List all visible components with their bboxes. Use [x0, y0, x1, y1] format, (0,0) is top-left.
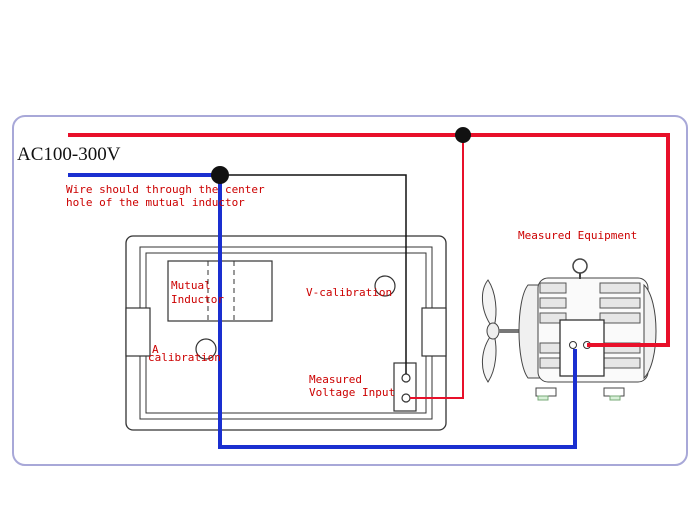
- voltage-input-label-line1: Measured: [309, 373, 362, 386]
- terminal-bottom: [401, 393, 411, 403]
- motor-foot-left: [535, 387, 557, 397]
- wire-note-line1: Wire should through the center: [66, 183, 265, 196]
- wire-note-line2: hole of the mutual inductor: [66, 196, 245, 209]
- inductor-label-line2: Inductor: [171, 293, 224, 306]
- motor-front-end: [518, 284, 541, 379]
- inductor-label-line1: Mutual: [171, 279, 211, 292]
- motor-junction-box: [559, 319, 605, 377]
- meter-right-clip: [421, 307, 447, 357]
- terminal-top: [401, 373, 411, 383]
- panel-meter: [125, 235, 447, 431]
- supply-label: AC100-300V: [17, 144, 121, 165]
- fan-blade-top: [482, 279, 497, 328]
- a-calibration-label-line2: calibration: [148, 351, 221, 364]
- live-branch-wire: [410, 135, 464, 399]
- fan-blade-bottom: [482, 333, 497, 383]
- motor-rear-end: [643, 283, 657, 380]
- neutral-wire: [68, 173, 577, 449]
- v-calibration-pot: [374, 275, 396, 297]
- v-calibration-label: V-calibration: [306, 286, 392, 299]
- voltage-input-label-line2: Voltage Input: [309, 386, 395, 399]
- motor-foot-right: [603, 387, 625, 397]
- a-calibration-pot: [195, 338, 217, 360]
- a-calibration-label-line1: A: [152, 343, 159, 356]
- voltage-terminal-block: [393, 362, 417, 412]
- neutral-junction-dot: [211, 166, 229, 184]
- motor-lifting-eye: [572, 258, 588, 274]
- motor-terminal-left: [569, 341, 577, 349]
- meter-left-clip: [125, 307, 151, 357]
- live-junction-dot: [455, 127, 471, 143]
- diagram-frame: [12, 115, 688, 466]
- live-wire: [68, 133, 670, 347]
- equipment-label: Measured Equipment: [518, 229, 637, 242]
- motor-illustration: [482, 258, 657, 401]
- voltage-sense-wire: [220, 174, 407, 374]
- fan-hub: [486, 322, 500, 340]
